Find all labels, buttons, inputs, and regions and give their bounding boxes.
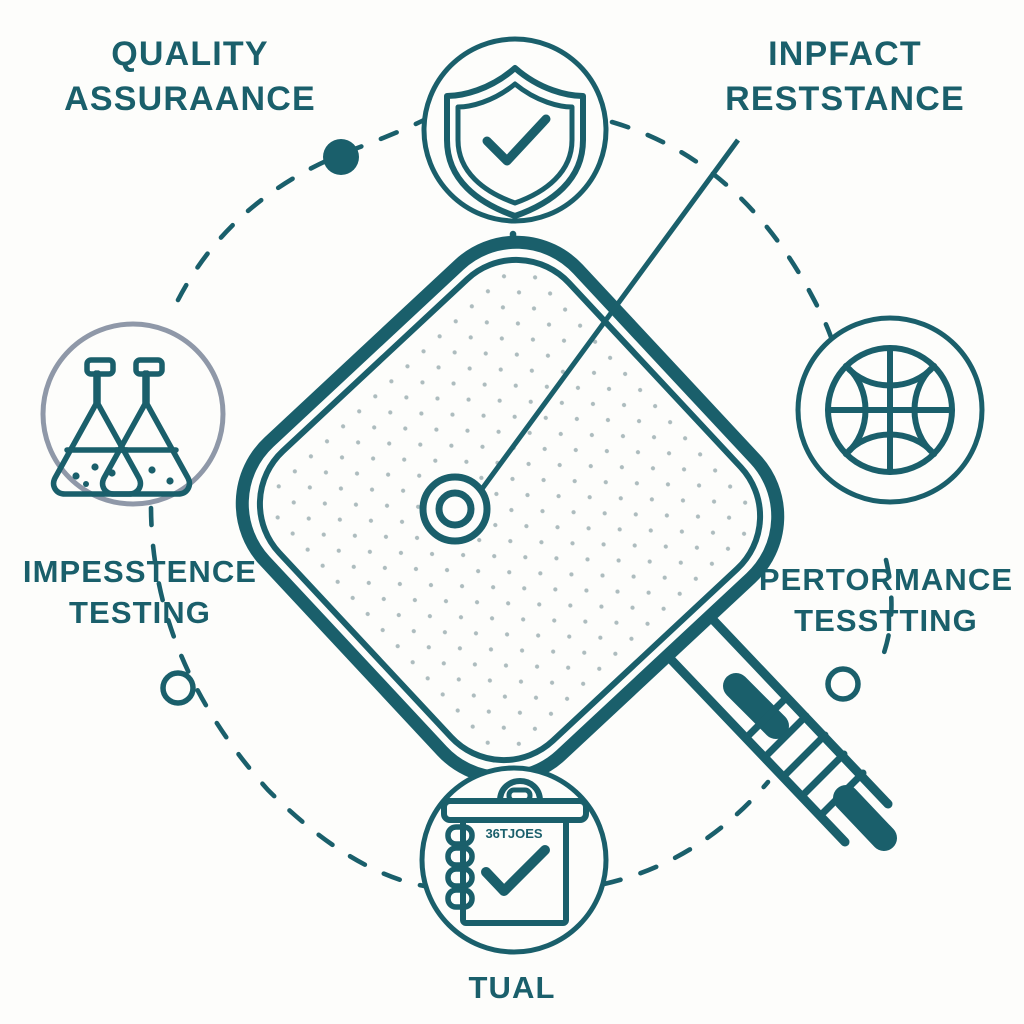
clipboard-checkmark: [481, 845, 550, 896]
ball-seam-left: [843, 363, 869, 457]
label-impesstence-testing: IMPESSTENCE TESTING: [22, 554, 258, 630]
marker-filled-top-left: [323, 139, 359, 175]
paddle-butt-cap: [833, 785, 897, 851]
connector-arc-upper-left: [175, 117, 427, 303]
clipboard-check-icon: [441, 778, 589, 926]
paddle-center-grommet-inner: [435, 489, 475, 529]
shield-check-icon: [444, 65, 586, 219]
label-quality-assurance: QUALITY ASSURAANCE: [64, 35, 316, 118]
flask-bubbles: [72, 463, 174, 487]
shield-checkmark: [482, 114, 551, 166]
node-shield[interactable]: [421, 36, 609, 224]
flask-right-neck-rim: [133, 357, 165, 377]
paddle-diagonal-line: [465, 138, 741, 510]
node-ball[interactable]: [795, 315, 985, 505]
label-performance-testing: PERTORMANCE TESSTTING: [758, 562, 1014, 638]
clipboard-clip-inner: [506, 787, 533, 804]
connector-arc-upper-right: [609, 119, 835, 343]
ball-seam-right: [911, 363, 937, 457]
connector-arc-lower-right-2: [875, 557, 894, 671]
node-clipboard[interactable]: 36TJOES: [419, 765, 609, 955]
node-flask-ring: [40, 321, 226, 507]
clipboard-clip: [497, 778, 543, 804]
connector-arc-lower-right: [601, 779, 771, 887]
marker-hollow-bottom-left: [160, 670, 196, 706]
node-flask[interactable]: [40, 321, 226, 507]
clipboard-label-text: 36TJOES: [485, 826, 542, 841]
connector-ring: [148, 117, 894, 889]
label-tual: TUAL: [468, 970, 556, 1005]
pickleball-paddle: [235, 138, 897, 851]
shield-inner-outline: [455, 81, 575, 206]
connector-arc-lower-left: [148, 505, 427, 889]
marker-hollow-bottom-right: [825, 666, 861, 702]
label-impact-resistance: INPFACT RESTSTANCE: [725, 35, 965, 118]
paddle-face-texture: [266, 266, 754, 754]
flask-right-body: [99, 370, 193, 497]
lab-flasks-icon: [50, 357, 193, 497]
basketball-icon: [825, 345, 955, 475]
paddle-grip-wrap: [744, 694, 867, 817]
clipboard-rings: [445, 824, 475, 910]
flask-left-neck-rim: [84, 357, 116, 377]
shield-outer-outline: [444, 65, 586, 219]
flask-left-body: [50, 370, 144, 497]
paddle-collar: [723, 673, 789, 739]
